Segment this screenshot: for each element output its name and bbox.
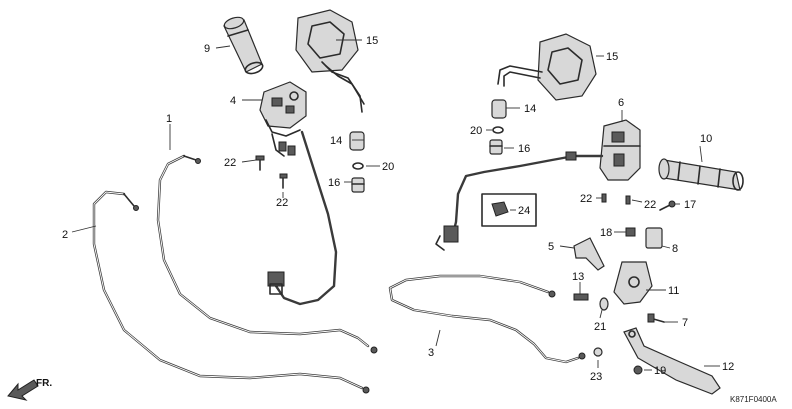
callout-4: 4 xyxy=(230,95,236,107)
callout-12: 12 xyxy=(722,361,734,373)
cable-throttle-1 xyxy=(156,154,378,354)
callout-8: 8 xyxy=(672,243,678,255)
bolt-13 xyxy=(573,293,589,301)
callout-numbers: 9 15 4 1 2 22 22 14 20 16 15 14 20 16 6 … xyxy=(62,35,734,383)
front-direction-arrow: FR. xyxy=(7,378,52,401)
leader-lines xyxy=(71,39,720,371)
callout-20-right: 20 xyxy=(470,125,482,137)
callout-13: 13 xyxy=(572,271,584,283)
callout-11: 11 xyxy=(668,285,679,297)
screw-22-right-a xyxy=(601,193,607,203)
clamp-24 xyxy=(481,193,537,227)
callout-15-left: 15 xyxy=(366,35,378,47)
cable-clutch-3 xyxy=(388,274,586,364)
lever-bracket-11 xyxy=(613,261,653,305)
callout-2: 2 xyxy=(62,229,68,241)
callout-15-right: 15 xyxy=(606,51,618,63)
bar-end-cap-14-left xyxy=(349,131,365,151)
right-switch-housing xyxy=(599,119,641,181)
callout-22-left-b: 22 xyxy=(276,197,288,209)
callout-16-left: 16 xyxy=(328,177,340,189)
screw-7 xyxy=(647,313,665,323)
callout-14-left: 14 xyxy=(330,135,342,147)
left-mirror xyxy=(295,9,365,113)
callout-22-right-a: 22 xyxy=(580,193,592,205)
collar-16-left xyxy=(351,177,365,193)
screw-22-left-b xyxy=(279,173,288,189)
callout-19: 19 xyxy=(654,365,666,377)
callout-5: 5 xyxy=(548,241,554,253)
left-switch-housing xyxy=(259,81,307,157)
callout-14-right: 14 xyxy=(524,103,536,115)
guard-5 xyxy=(573,237,605,271)
collar-16-right xyxy=(489,139,503,155)
right-switch-harness xyxy=(435,151,604,251)
callout-22-right-b: 22 xyxy=(644,199,656,211)
cable-throttle-2 xyxy=(92,190,370,394)
callout-20-left: 20 xyxy=(382,161,394,173)
washer-20-right xyxy=(492,126,504,134)
callout-23: 23 xyxy=(590,371,602,383)
right-grip xyxy=(658,158,744,191)
bar-end-cap-14-right xyxy=(491,99,507,119)
callout-22-left-a: 22 xyxy=(224,157,236,169)
diagram-code: K871F0400A xyxy=(730,395,777,404)
bolt-18 xyxy=(625,227,636,237)
front-direction-label: FR. xyxy=(36,378,52,389)
left-grip xyxy=(223,16,264,75)
callout-1: 1 xyxy=(166,113,172,125)
callout-3: 3 xyxy=(428,347,434,359)
callout-21: 21 xyxy=(594,321,606,333)
callout-10: 10 xyxy=(700,133,712,145)
nut-23 xyxy=(593,347,603,357)
callout-17: 17 xyxy=(684,199,696,211)
collar-21 xyxy=(599,297,609,311)
switch-8 xyxy=(645,227,663,249)
screw-22-right-b xyxy=(625,195,631,205)
callout-24: 24 xyxy=(518,205,530,217)
callout-7: 7 xyxy=(682,317,688,329)
callout-9: 9 xyxy=(204,43,210,55)
nut-19 xyxy=(633,365,643,375)
left-switch-harness xyxy=(267,130,338,306)
screw-22-left-a xyxy=(255,155,265,171)
callout-18: 18 xyxy=(600,227,612,239)
lever-12 xyxy=(623,327,721,395)
screw-17 xyxy=(659,200,676,211)
callout-16-right: 16 xyxy=(518,143,530,155)
callout-6: 6 xyxy=(618,97,624,109)
washer-20-left xyxy=(352,162,364,170)
right-mirror xyxy=(497,33,597,101)
